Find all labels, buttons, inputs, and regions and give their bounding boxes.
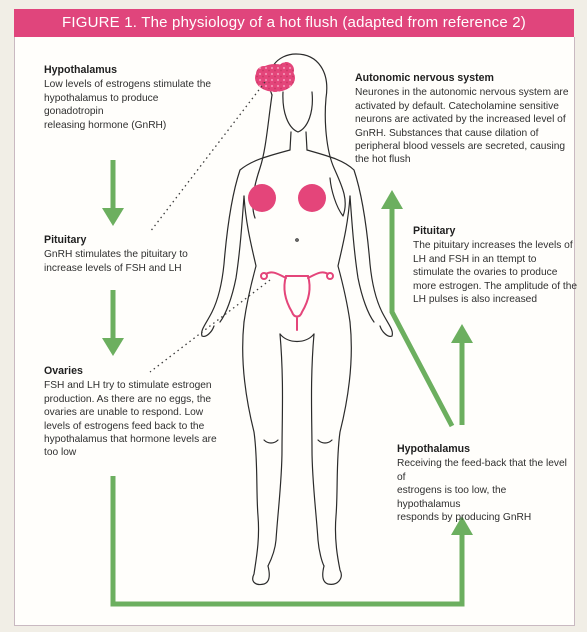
uterus-ovaries-icon: [261, 272, 333, 330]
label-hypothalamus-right: Hypothalamus Receiving the feed-back tha…: [397, 443, 572, 524]
label-line: levels of estrogens feed back to the: [44, 420, 224, 433]
label-heading: Pituitary: [413, 225, 578, 238]
left-arm-inner: [220, 196, 244, 322]
label-heading: Autonomic nervous system: [355, 72, 575, 85]
label-line: activated by default. Catecholamine sens…: [355, 100, 575, 113]
label-line: FSH and LH try to stimulate estrogen: [44, 379, 224, 392]
label-line: responds by producing GnRH: [397, 511, 572, 524]
crotch: [280, 334, 314, 342]
label-line: Receiving the feed-back that the level o…: [397, 457, 572, 484]
label-line: gonadotropin: [44, 105, 214, 118]
label-line: The pituitary increases the levels of: [413, 239, 578, 252]
label-line: estrogens is too low, the hypothalamus: [397, 484, 572, 511]
label-line: neurons are activated by the increased l…: [355, 113, 575, 126]
label-heading: Hypothalamus: [397, 443, 572, 456]
label-line: peripheral blood vessels are secreted, c…: [355, 140, 575, 153]
label-line: ovaries are unable to respond. Low: [44, 406, 224, 419]
label-line: LH and FSH in an ttempt to: [413, 253, 578, 266]
face-outline: [283, 92, 312, 132]
left-leg: [243, 322, 269, 585]
neck: [290, 132, 307, 150]
label-line: hypothalamus to produce: [44, 92, 214, 105]
label-pituitary-left: Pituitary GnRH stimulates the pituitary …: [44, 234, 214, 275]
label-line: Neurones in the autonomic nervous system…: [355, 86, 575, 99]
label-autonomic-nervous-system: Autonomic nervous system Neurones in the…: [355, 72, 575, 167]
right-arm-inner: [350, 196, 374, 322]
label-line: LH pulses is also increased: [413, 293, 578, 306]
inner-legs: [268, 334, 324, 566]
label-line: more estrogen. The amplitude of the: [413, 280, 578, 293]
label-hypothalamus-left: Hypothalamus Low levels of estrogens sti…: [44, 64, 214, 132]
label-line: GnRH. Substances that cause dilation of: [355, 127, 575, 140]
label-line: too low: [44, 446, 224, 459]
label-pituitary-right: Pituitary The pituitary increases the le…: [413, 225, 578, 306]
label-line: Low levels of estrogens stimulate the: [44, 78, 214, 91]
arrow-up-icon: [381, 190, 403, 209]
arrow-up-icon: [451, 324, 473, 343]
label-ovaries: Ovaries FSH and LH try to stimulate estr…: [44, 365, 224, 460]
label-line: releasing hormone (GnRH): [44, 119, 214, 132]
label-line: GnRH stimulates the pituitary to: [44, 248, 214, 261]
label-line: the hot flush: [355, 153, 575, 166]
label-line: hypothalamus that hormone levels are: [44, 433, 224, 446]
arrow-down-icon: [102, 338, 124, 356]
label-line: stimulate the ovaries to produce: [413, 266, 578, 279]
right-leg: [323, 322, 351, 584]
label-line: production. As there are no eggs, the: [44, 393, 224, 406]
left-breast-highlight: [248, 184, 276, 212]
brain-highlight: [255, 62, 295, 92]
right-arm: [307, 150, 392, 336]
leader-ovaries: [150, 280, 270, 372]
label-heading: Ovaries: [44, 365, 224, 378]
arrow-down-icon: [102, 208, 124, 226]
label-heading: Hypothalamus: [44, 64, 214, 77]
label-line: increase levels of FSH and LH: [44, 262, 214, 275]
right-breast-highlight: [298, 184, 326, 212]
label-heading: Pituitary: [44, 234, 214, 247]
